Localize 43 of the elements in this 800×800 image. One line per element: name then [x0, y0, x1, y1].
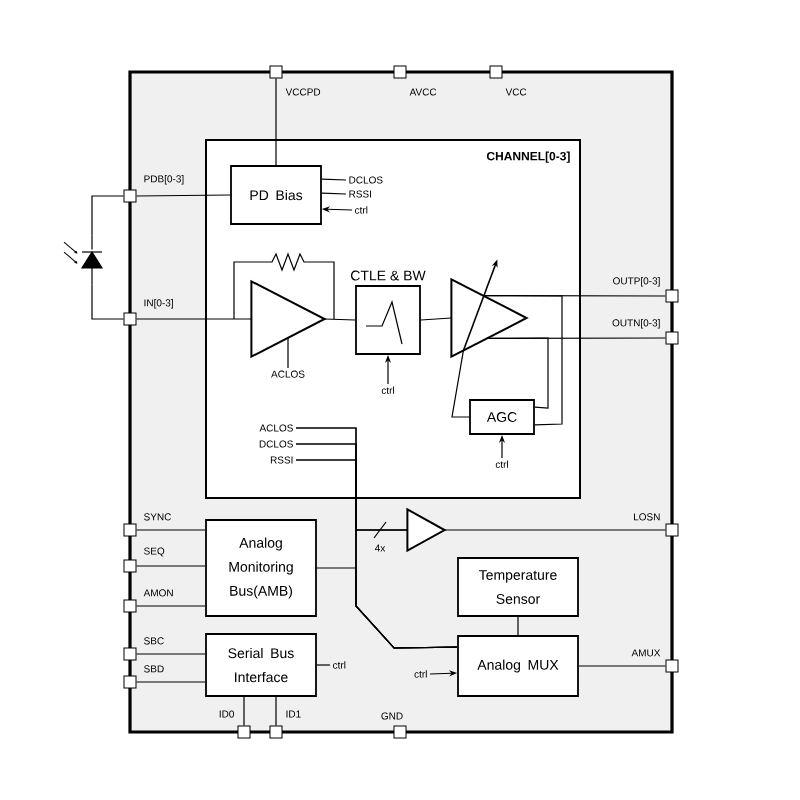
- wire: [275, 696, 277, 727]
- wire: [135, 605, 206, 607]
- pin-pad: [237, 725, 251, 739]
- pin-pad: [123, 599, 137, 613]
- wire: [482, 295, 563, 426]
- pin-pad: [123, 647, 137, 661]
- wire: [135, 529, 206, 531]
- wire: [316, 567, 458, 649]
- pin-pad: [123, 312, 137, 326]
- pin-pad: [393, 725, 407, 739]
- wire: [91, 195, 125, 236]
- pin-pad: [489, 65, 503, 79]
- wire: [420, 317, 452, 321]
- pin-pad: [123, 675, 137, 689]
- pin-pad: [665, 523, 679, 537]
- wire: [316, 664, 331, 666]
- wire: [517, 616, 519, 636]
- wire: [324, 318, 356, 321]
- wire: [321, 178, 347, 181]
- wire: [444, 529, 667, 531]
- pin-pad: [393, 65, 407, 79]
- wire: [321, 192, 347, 195]
- wire: [578, 665, 667, 667]
- pin-pad: [665, 289, 679, 303]
- wire: [486, 337, 549, 409]
- pin-pad: [269, 725, 283, 739]
- wire: [243, 696, 245, 727]
- pin-pad: [665, 659, 679, 673]
- wire: [135, 318, 252, 320]
- wire: [135, 565, 206, 567]
- photodiode-symbol: [63, 234, 104, 286]
- pin-pad: [123, 523, 137, 537]
- pin-pad: [123, 189, 137, 203]
- wire: [135, 681, 206, 683]
- pin-pad: [269, 65, 283, 79]
- pin-pad: [665, 331, 679, 345]
- wire: [287, 337, 289, 369]
- wire: [451, 349, 470, 418]
- pin-pad: [123, 559, 137, 573]
- wire: [91, 284, 125, 320]
- wire: [275, 77, 277, 166]
- wire: [135, 653, 206, 655]
- wire: [135, 194, 231, 197]
